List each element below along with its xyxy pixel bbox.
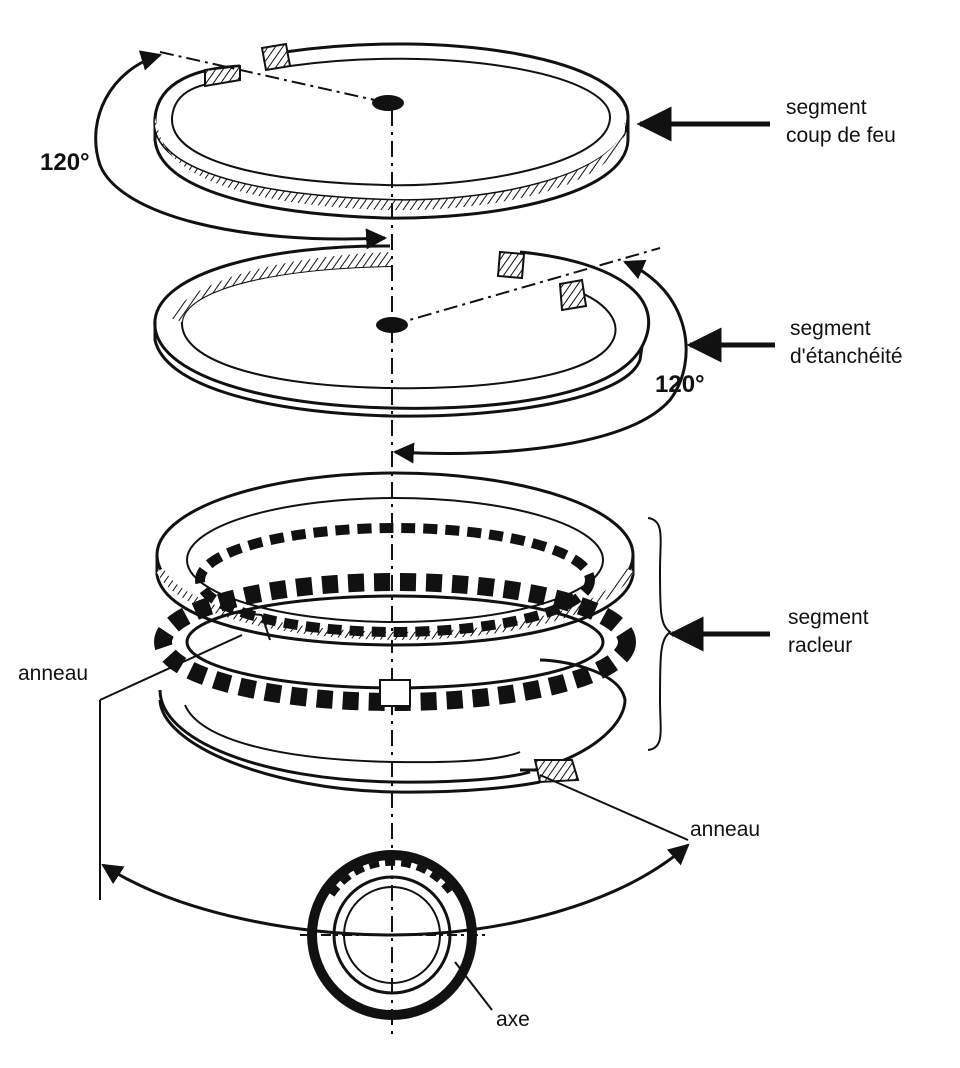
oil-ring-assembly [154, 471, 636, 794]
label-mid-ring-line1: segment [790, 317, 871, 340]
expander-spacer [154, 523, 636, 711]
label-left-rail: anneau [18, 662, 88, 685]
rail-angle-indicator [99, 634, 690, 937]
callout-middle: segment d'étanchéité [686, 317, 903, 368]
label-top-ring-line2: coup de feu [786, 124, 896, 147]
callout-oil: segment racleur [668, 606, 869, 657]
label-oil-ring-line2: racleur [788, 634, 852, 657]
angle-label-top: 120° [40, 149, 90, 176]
lower-rail [158, 658, 627, 794]
top-ring [153, 42, 630, 220]
upper-rail [155, 471, 635, 647]
brace-icon [647, 517, 672, 751]
top-angle-indicator: 120° [40, 50, 389, 250]
angle-label-middle: 120° [655, 371, 705, 398]
callout-pin: axe [454, 961, 530, 1031]
middle-ring [153, 244, 651, 418]
callout-top: segment coup de feu [636, 96, 896, 147]
middle-angle-indicator: 120° [391, 247, 705, 464]
label-right-rail: anneau [690, 818, 760, 841]
label-oil-ring-line1: segment [788, 606, 869, 629]
label-top-ring-line1: segment [786, 96, 867, 119]
label-pin: axe [496, 1008, 530, 1031]
label-mid-ring-line2: d'étanchéité [790, 345, 903, 368]
